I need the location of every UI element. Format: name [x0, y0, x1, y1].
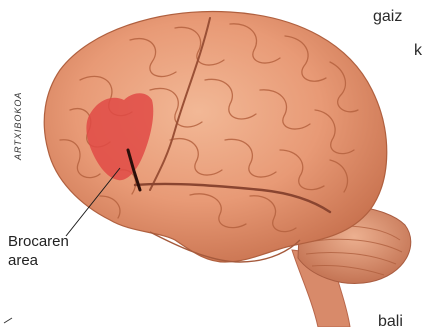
broca-label-line-2: area — [8, 251, 69, 270]
page-text-fragment-3: bali — [378, 313, 403, 327]
image-credit-label: ARTXIBOKOA — [13, 92, 23, 160]
page-text-fragment-2: k — [414, 42, 422, 60]
broca-area-label: Brocaren area — [8, 232, 69, 270]
page-text-fragment-1: gaiz — [373, 8, 402, 26]
broca-label-line-1: Brocaren — [8, 232, 69, 251]
